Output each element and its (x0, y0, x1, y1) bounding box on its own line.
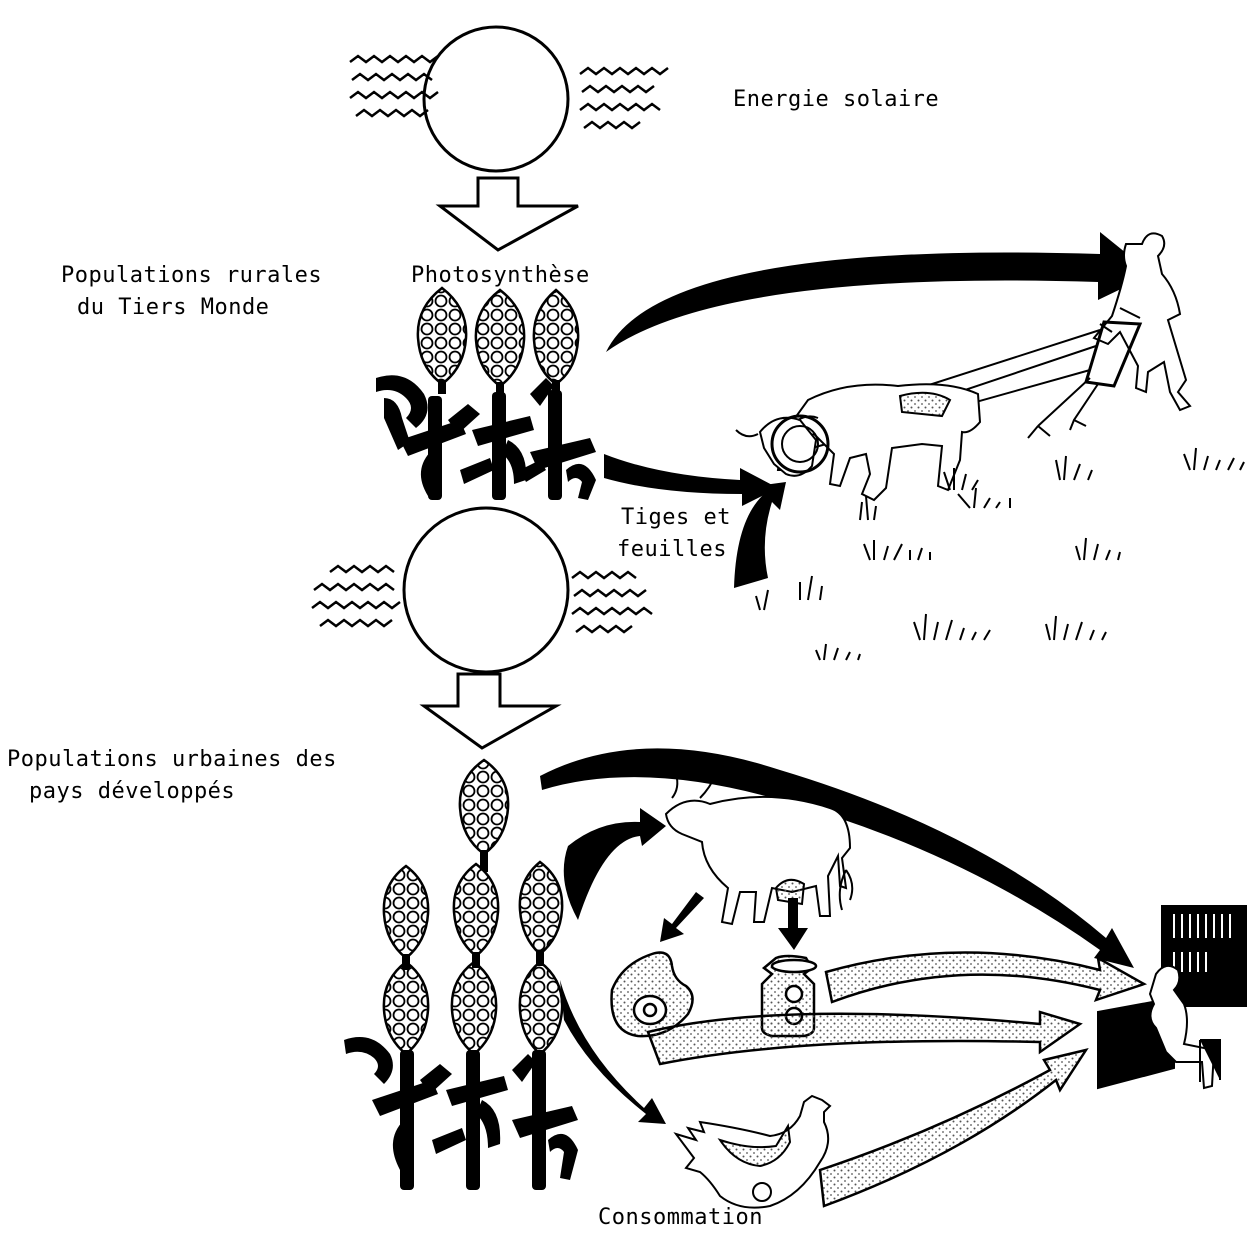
arrow-from-stems (734, 482, 786, 588)
dotted-arrow-chicken-to-office (818, 1048, 1089, 1208)
grass-illustration (755, 447, 1245, 661)
label-urban-line2: pays développés (29, 779, 236, 804)
label-consumption: Consommation (598, 1205, 763, 1230)
chicken-illustration (673, 1094, 832, 1209)
arrow-to-cattle (563, 808, 666, 920)
farmer-ox-plough-illustration (735, 232, 1192, 502)
label-stems-line2: feuilles (617, 537, 727, 562)
sun-middle-icon (311, 506, 653, 674)
label-rural-line1: Populations rurales (61, 263, 323, 288)
arrow-to-office (540, 748, 1134, 968)
arrow-to-ox (604, 454, 778, 506)
dotted-arrow-meat-to-office (646, 1010, 1083, 1066)
arrow-cattle-to-milk (778, 898, 808, 950)
label-urban-line1: Populations urbaines des (7, 747, 337, 772)
office-worker-illustration (1097, 905, 1247, 1090)
label-stems-line1: Tiges et (621, 505, 731, 530)
rural-crops-icon (376, 286, 596, 500)
label-rural-line2: du Tiers Monde (77, 295, 270, 320)
arrow-to-chicken (560, 980, 666, 1124)
urban-crops-icon (344, 758, 578, 1190)
label-solar-energy: Energie solaire (733, 87, 940, 112)
hollow-arrow-down-top (435, 176, 579, 252)
sun-top-icon (349, 25, 669, 173)
hollow-arrow-down-middle (419, 672, 562, 750)
dotted-arrow-milk-to-office (824, 951, 1148, 1004)
meat-icon (610, 951, 694, 1038)
cattle-illustration (664, 773, 854, 926)
arrow-to-farmer (606, 232, 1152, 352)
label-photosynthesis: Photosynthèse (411, 263, 590, 288)
arrow-cattle-to-meat (660, 892, 704, 942)
